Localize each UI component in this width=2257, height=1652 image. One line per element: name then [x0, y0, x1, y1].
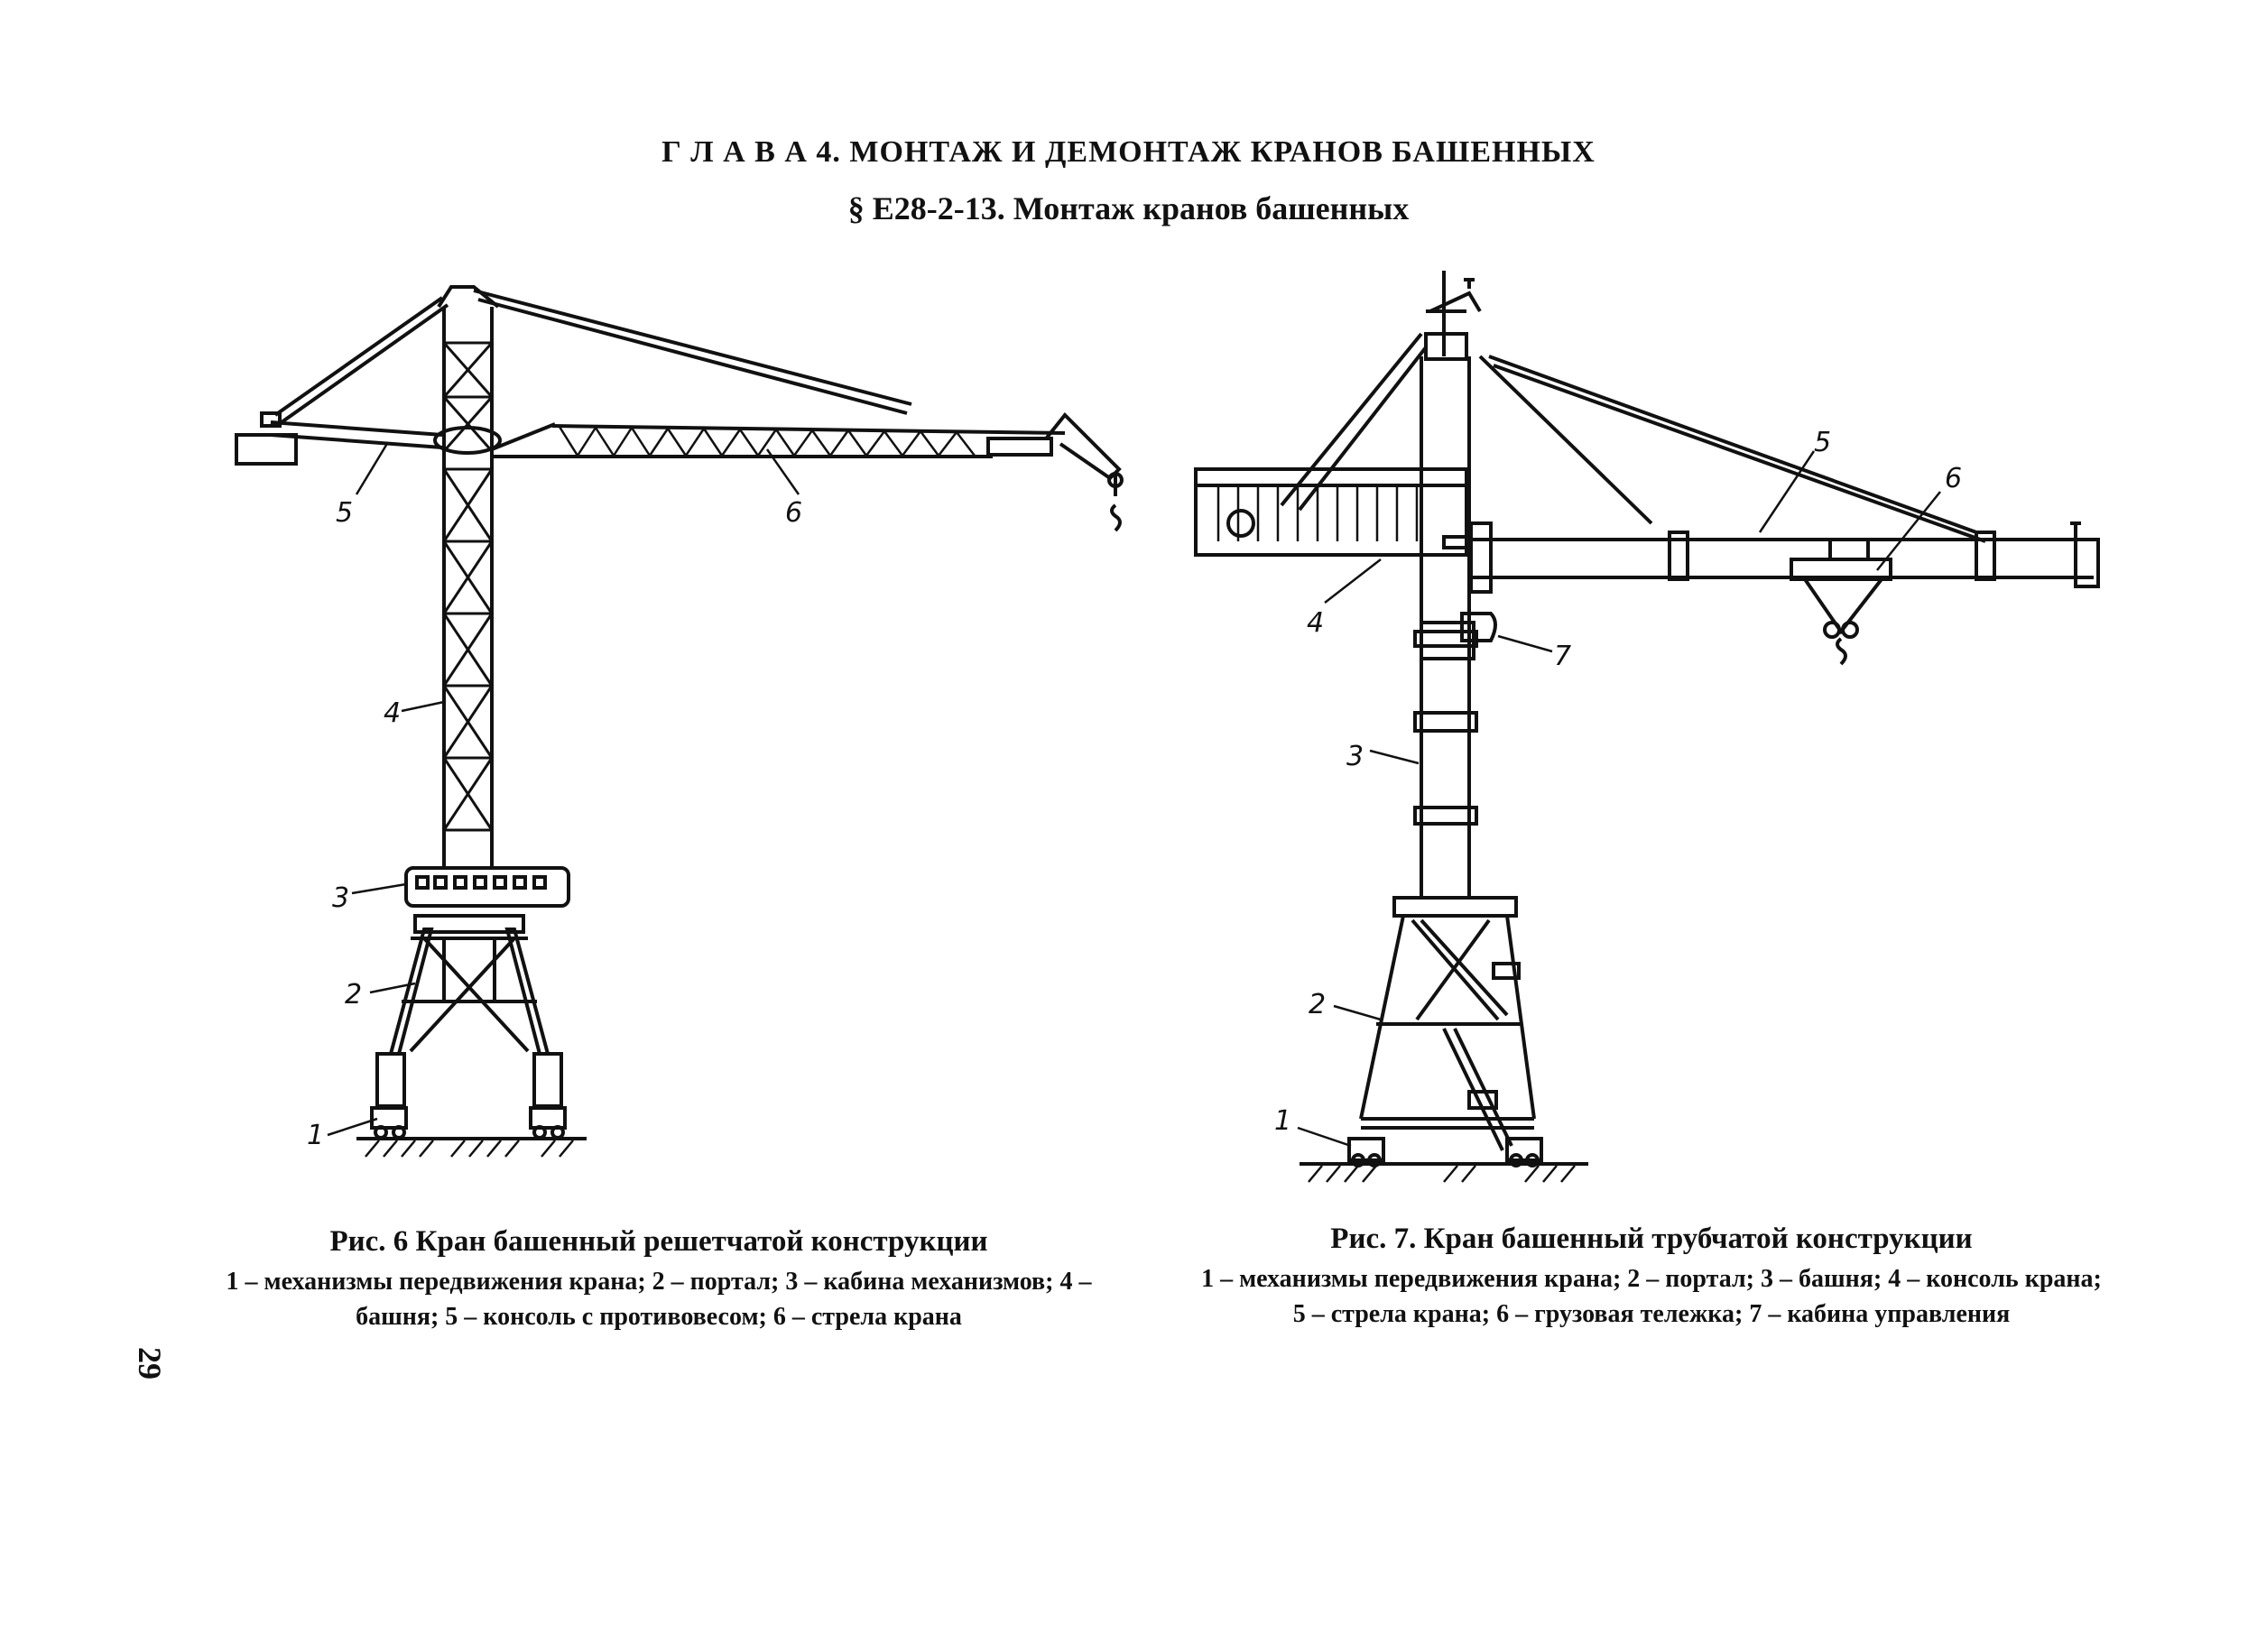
- fig7-label-2: 2: [1309, 989, 1326, 1020]
- fig6-label-5: 5: [336, 497, 353, 529]
- fig7-label-7: 7: [1554, 641, 1571, 672]
- figure-7-caption: Рис. 7. Кран башенный трубчатой конструк…: [1200, 1223, 2103, 1332]
- figure-7-title: Рис. 7. Кран башенный трубчатой конструк…: [1330, 1223, 1973, 1255]
- fig6-label-2: 2: [345, 979, 362, 1011]
- fig6-label-6: 6: [785, 497, 802, 529]
- fig7-label-3: 3: [1346, 741, 1364, 772]
- figure-6-title: Рис. 6 Кран башенный решетчатой конструк…: [329, 1225, 988, 1258]
- figure-6-caption: Рис. 6 Кран башенный решетчатой конструк…: [203, 1225, 1115, 1334]
- page-number: 29: [132, 1347, 168, 1380]
- fig7-label-1: 1: [1274, 1105, 1291, 1137]
- section-title: § Е28-2-13. Монтаж кранов башенных: [847, 190, 1410, 226]
- fig7-label-5: 5: [1814, 427, 1831, 458]
- fig7-label-4: 4: [1307, 607, 1324, 639]
- fig6-label-1: 1: [307, 1120, 324, 1151]
- chapter-title: Г Л А В А 4. МОНТАЖ И ДЕМОНТАЖ КРАНОВ БА…: [661, 135, 1596, 169]
- figure-6-legend: 1 – механизмы передвижения крана; 2 – по…: [226, 1268, 1092, 1331]
- figure-7-legend: 1 – механизмы передвижения крана; 2 – по…: [1201, 1265, 2102, 1328]
- fig7-label-6: 6: [1945, 463, 1962, 494]
- fig6-label-3: 3: [332, 882, 349, 914]
- fig6-label-4: 4: [384, 697, 401, 729]
